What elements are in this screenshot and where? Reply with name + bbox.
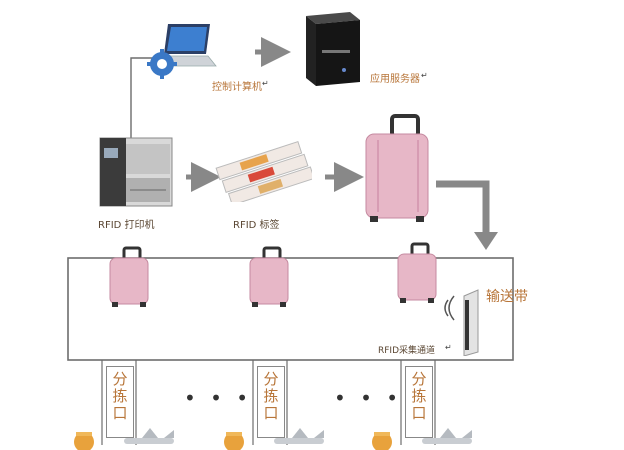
luggage-icon (109, 246, 149, 307)
airplane-icon (124, 428, 174, 444)
arrow-luggage-belt-head (474, 232, 498, 250)
ellipsis-2: • • • (334, 386, 403, 410)
rfid-tags-icon (215, 141, 312, 202)
luggage-icon (249, 246, 289, 307)
conveyor-label: 输送带 (486, 289, 528, 305)
return-mark: ↵ (445, 343, 452, 352)
sort-port-text: 分拣口 (263, 370, 279, 422)
worker-airplane-group-3 (372, 428, 472, 450)
sort-port-3: 分拣口 (405, 366, 433, 438)
worker-icon (74, 432, 94, 450)
ellipsis-1: • • • (184, 386, 253, 410)
sort-port-text: 分拣口 (411, 370, 427, 422)
airplane-icon (274, 428, 324, 444)
server-icon (306, 12, 360, 86)
sort-port-text: 分拣口 (112, 370, 128, 422)
worker-airplane-group-2 (224, 428, 324, 450)
worker-airplane-group-1 (74, 428, 174, 450)
worker-icon (224, 432, 244, 450)
printer-icon (99, 137, 173, 207)
printer-computer-link (130, 57, 156, 138)
rfid-printer-label: RFID 打印机 (98, 220, 155, 231)
sort-port-2: 分拣口 (257, 366, 285, 438)
antenna-icon (444, 289, 479, 356)
luggage-icon (397, 242, 437, 303)
sort-port-1: 分拣口 (106, 366, 134, 438)
laptop-icon (147, 24, 217, 79)
return-mark: ↵ (421, 71, 428, 80)
airplane-icon (422, 428, 472, 444)
control-computer-label: 控制计算机 (212, 82, 262, 93)
return-mark: ↵ (262, 79, 269, 88)
conveyor-belt-loop (67, 257, 514, 361)
gear-icon (147, 49, 177, 79)
arrow-luggage-belt (436, 180, 490, 236)
luggage-icon (365, 114, 429, 222)
app-server-label: 应用服务器 (370, 74, 420, 85)
rfid-channel-label: RFID采集通道 (378, 346, 436, 356)
rfid-tag-label: RFID 标签 (233, 220, 280, 231)
worker-icon (372, 432, 392, 450)
